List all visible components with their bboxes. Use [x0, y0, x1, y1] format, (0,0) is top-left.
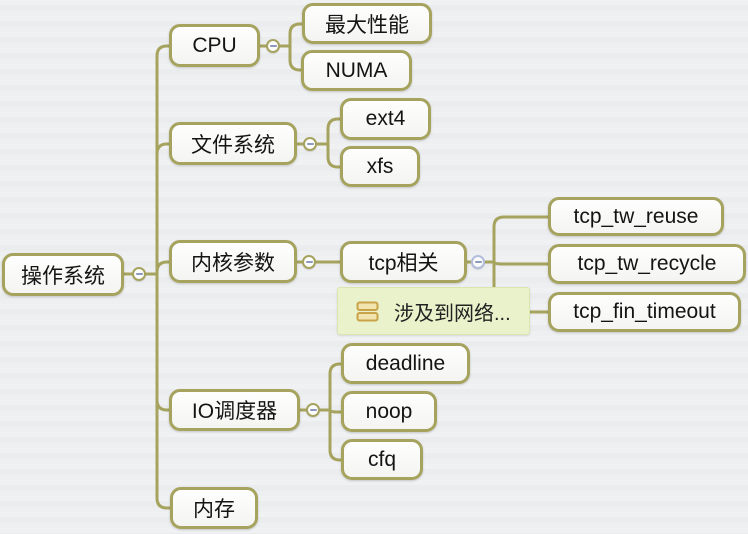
- subtopic-noop[interactable]: noop: [341, 391, 437, 432]
- minus-icon: [309, 409, 317, 411]
- note-icon: [356, 301, 379, 321]
- collapse-button-kernel-params[interactable]: [302, 255, 316, 269]
- root-topic-label: 操作系统: [21, 264, 105, 288]
- subtopic-tcp-tw-recycle[interactable]: tcp_tw_recycle: [548, 244, 746, 284]
- subtopic-cfq-label: cfq: [367, 447, 396, 471]
- collapse-button-io-scheduler[interactable]: [306, 403, 320, 417]
- minus-icon: [269, 45, 277, 47]
- minus-icon: [135, 273, 143, 275]
- subtopic-tcp-related-label: tcp相关: [368, 252, 439, 275]
- subtopic-tcp-related[interactable]: tcp相关: [340, 241, 467, 283]
- subtopic-max-performance[interactable]: 最大性能: [302, 3, 432, 44]
- subtopic-numa[interactable]: NUMA: [301, 50, 412, 91]
- subtopic-tcp-fin-timeout-label: tcp_fin_timeout: [573, 300, 716, 323]
- subtopic-tcp-tw-reuse[interactable]: tcp_tw_reuse: [548, 197, 724, 236]
- subtopic-ext4[interactable]: ext4: [340, 98, 431, 140]
- collapse-button-tcp-related[interactable]: [471, 255, 485, 269]
- subtopic-noop-label: noop: [365, 399, 413, 423]
- topic-io-scheduler[interactable]: IO调度器: [169, 389, 300, 431]
- topic-memory[interactable]: 内存: [170, 487, 258, 529]
- topic-filesystem-label: 文件系统: [191, 133, 275, 157]
- topic-kernel-params[interactable]: 内核参数: [169, 240, 297, 283]
- collapse-button-cpu[interactable]: [266, 39, 280, 53]
- subtopic-deadline[interactable]: deadline: [341, 343, 470, 384]
- subtopic-cfq[interactable]: cfq: [341, 439, 423, 480]
- subtopic-tcp-tw-reuse-label: tcp_tw_reuse: [573, 204, 699, 228]
- root-topic[interactable]: 操作系统: [2, 253, 124, 296]
- minus-icon: [305, 261, 313, 263]
- collapse-button-root[interactable]: [132, 267, 146, 281]
- note-label: 涉及到网络...: [394, 302, 511, 325]
- subtopic-ext4-label: ext4: [365, 107, 406, 130]
- subtopic-xfs-label: xfs: [366, 154, 394, 178]
- subtopic-tcp-fin-timeout[interactable]: tcp_fin_timeout: [548, 292, 741, 332]
- subtopic-deadline-label: deadline: [365, 351, 446, 375]
- minus-icon: [306, 143, 314, 145]
- topic-memory-label: 内存: [193, 498, 235, 521]
- subtopic-tcp-tw-recycle-label: tcp_tw_recycle: [577, 252, 717, 275]
- topic-cpu[interactable]: CPU: [169, 24, 260, 67]
- topic-filesystem[interactable]: 文件系统: [169, 122, 297, 165]
- subtopic-xfs[interactable]: xfs: [340, 146, 420, 187]
- topic-kernel-params-label: 内核参数: [191, 251, 275, 275]
- topic-cpu-label: CPU: [192, 33, 237, 57]
- topic-io-scheduler-label: IO调度器: [191, 400, 278, 423]
- collapse-button-filesystem[interactable]: [303, 137, 317, 151]
- subtopic-numa-label: NUMA: [325, 58, 388, 82]
- subtopic-max-performance-label: 最大性能: [325, 13, 409, 37]
- note-callout[interactable]: 涉及到网络...: [337, 287, 530, 335]
- minus-icon: [474, 261, 482, 263]
